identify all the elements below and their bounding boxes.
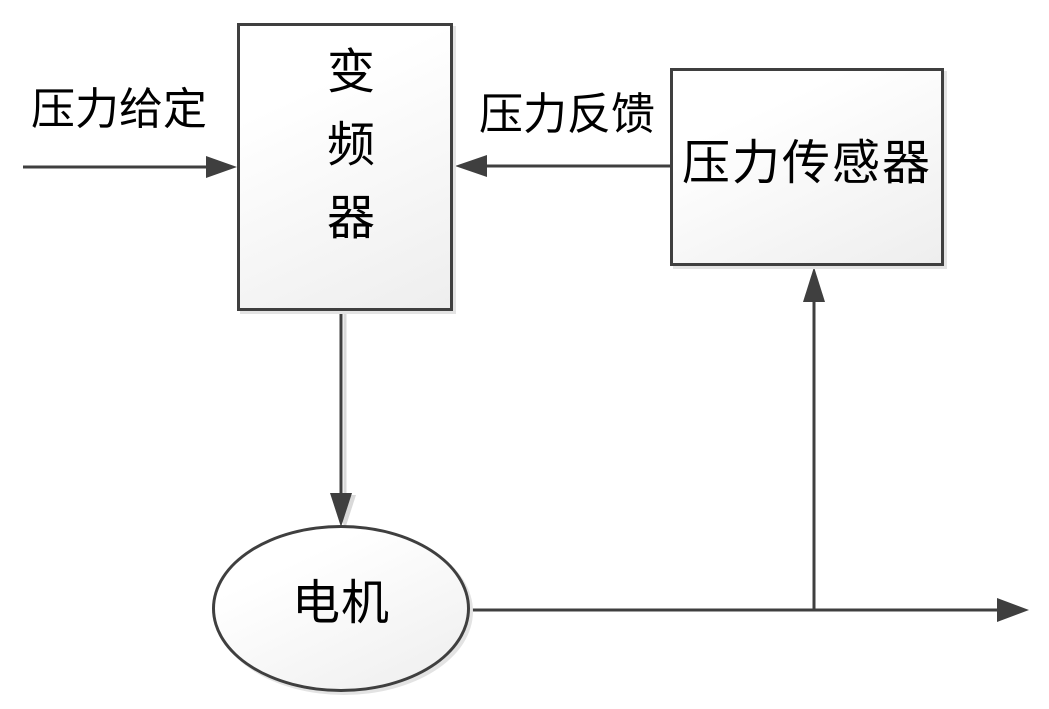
feedback-edge-label: 压力反馈: [479, 90, 655, 139]
pressure-sensor-node: 压力传感器: [670, 68, 944, 266]
setpoint-arrow: [23, 156, 237, 178]
motor-output-arrowhead: [997, 598, 1029, 622]
setpoint-arrowhead: [206, 156, 237, 178]
motor-node: 电机: [212, 525, 470, 692]
inverter-label: 变频器: [319, 45, 372, 265]
inverter-to-motor-arrow: [330, 311, 352, 527]
feedback-arrowhead: [455, 155, 487, 177]
motor-to-sensor-arrowhead: [803, 267, 825, 302]
feedback-arrow: [455, 155, 670, 177]
inverter-node: 变频器: [237, 23, 453, 311]
motor-to-sensor-arrow: [803, 267, 825, 609]
inverter-to-motor-arrowhead: [330, 493, 352, 527]
setpoint-edge-label: 压力给定: [31, 85, 207, 134]
pressure-sensor-label: 压力传感器: [681, 137, 932, 190]
motor-output-arrow: [470, 598, 1029, 622]
motor-label: 电机: [291, 576, 390, 630]
